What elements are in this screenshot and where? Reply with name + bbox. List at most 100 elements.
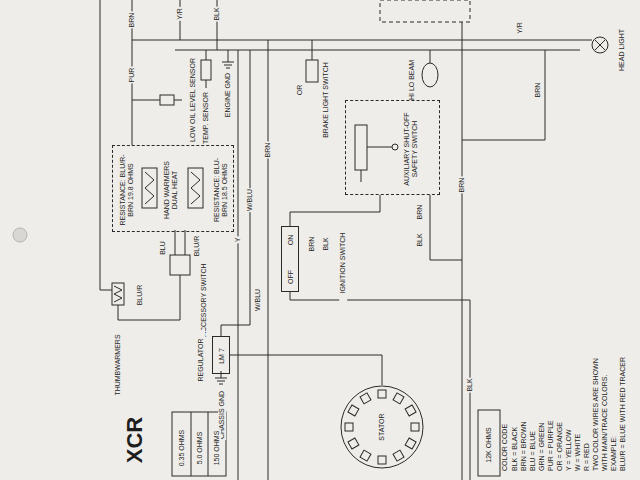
temp-sensor-symbol [201,60,211,80]
wire [132,40,592,41]
coil-symbol [360,393,371,404]
node-heading: IGNITION SWITCH [339,223,347,303]
coil-symbol [405,405,416,416]
dashed-housing [380,0,470,22]
color-code-text: GRN = GREEN [538,422,546,472]
heater-symbol [145,172,154,204]
title-text: XCR [123,416,147,464]
wire-label: BLK [322,236,330,251]
node-text: ON [287,230,295,250]
wire-label: BLK [213,6,221,21]
wire-label: 0.35 OHMS [178,429,186,468]
color-code-text: EXAMPLE: [610,435,618,472]
wire-label: ACCESSORY SWITCH [200,262,208,337]
node-text: STATOR [378,407,386,447]
thumbwarmer-symbol [112,283,124,305]
wire-label: BRN [534,82,542,99]
heater-symbol [191,172,200,204]
wire-label: Y/R [516,21,524,35]
wire-label: BRN [416,204,424,221]
wire-label: PUR [128,67,136,84]
wire-label: ENGINE GND [224,72,232,118]
wire-label: BRN [264,142,272,159]
wire [312,40,313,60]
stator-circle: STATOR [340,385,424,469]
ignition-switch-box: ONOFFIGNITION SWITCH [281,226,299,292]
stator-coils [345,390,419,464]
stator-outline [341,386,423,468]
node-heading: REGULATOR [197,330,205,390]
wire-label: 5.0 OHMS [196,431,204,466]
wire-label: BLU/R [193,235,201,258]
color-code-text: BLU = BLUE [529,430,537,472]
node-text: AUXILIARY SHUT-OFF SAFETY SWITCH [403,106,418,191]
coil-symbol [348,438,359,449]
color-code-text: R = RED [583,442,591,472]
headlight-symbol [595,40,605,50]
wire-label: W/BLU [254,288,262,312]
wire [361,147,392,182]
wire-label: BRN [128,12,136,29]
color-code-text: BLU/R = BLUE WITH RED TRACER [619,356,627,472]
wire-label: THUMBWARMERS [114,333,122,396]
coil-symbol [411,423,419,431]
coil-symbol [360,450,371,461]
ground-symbol [222,50,234,68]
heater-symbol [188,168,203,208]
color-code-text: BRN = BROWN [520,420,528,472]
color-code-text: OR = ORANGE [556,421,564,472]
coil-symbol [378,456,386,464]
regulator-box: REGULATORLM 7 [212,336,230,374]
wire-label: LOW OIL LEVEL SENSOR [189,57,197,143]
wire-label: Y [234,237,242,244]
color-code-text: Y = YELLOW [565,428,573,472]
wire [238,50,239,480]
wire [290,292,470,480]
wire-label: Y/R [176,7,184,21]
coil-symbol [378,390,386,398]
coil-symbol [345,423,353,431]
wire-connector [230,355,382,385]
wire-label: 12K OHMS [485,426,493,463]
wire-label: BLU/R [136,284,144,307]
accessory-switch-symbol [170,255,190,275]
wire-label: OR [296,84,304,97]
coil-symbol [348,405,359,416]
wire [206,50,207,88]
hand-warmer-box: RESISTANCE: BLU/R-BRN 19.8 OHMS HAND WARM… [112,145,234,232]
wire [430,195,462,260]
wiring [100,0,608,480]
connector-symbol [392,144,398,150]
wire [100,0,112,290]
color-code-text: W = WHITE [574,433,582,472]
wire-label: BRAKE LIGHT SWITCH [322,61,330,139]
wire [175,230,185,255]
heater-symbol [142,168,157,208]
wire-label: BRN [458,177,466,194]
brake-switch-symbol [306,60,318,82]
oil-sensor-symbol [160,95,174,105]
wire-label: 150 OHMS [213,430,221,467]
table-rule [191,412,208,476]
node-text: LM 7 [218,341,226,371]
wire [462,22,463,480]
wire-label: BRN [308,236,316,253]
color-code-text: BLK = BLACK [511,426,519,472]
wire [132,100,160,101]
node-text: RESISTANCE: BLU-BRN 18.5 OHMS [213,151,228,229]
wire [430,50,431,63]
wire-label: BLK [416,232,424,247]
resistance-table [478,410,500,476]
color-code-text: WITH MAIN/TRACE COLORS. [601,374,609,472]
color-code-text: TWO COLOR WIRES ARE SHOWN [592,357,600,472]
thumbwarmer-symbol [114,286,122,302]
wire [268,40,269,480]
wire-label: BLK [466,377,474,392]
coil-symbol [393,393,404,404]
node-text: HAND WARMERS DUAL HEAT [163,160,178,220]
node-text: RESISTANCE: BLU/R-BRN 19.8 OHMS [119,151,134,229]
wire [462,50,545,140]
wire-label: HI LO BEAM [408,59,416,101]
